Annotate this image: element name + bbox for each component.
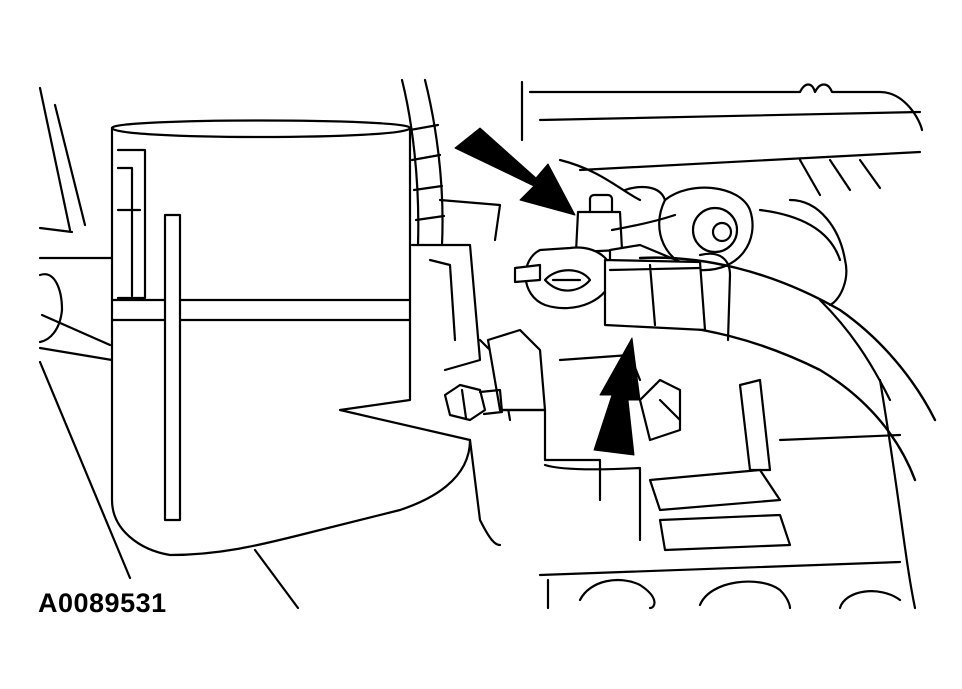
large-hose xyxy=(603,252,937,610)
filter-canister xyxy=(110,119,472,610)
callout-arrow-icon xyxy=(454,127,641,456)
cable-bundle xyxy=(400,78,446,247)
mounting-bolt xyxy=(443,383,504,422)
engine-block-lower xyxy=(468,298,902,610)
callout-arrow-upper xyxy=(454,127,576,216)
callout-arrow-lower xyxy=(593,337,641,456)
banjo-fitting xyxy=(658,186,842,272)
upper-housing xyxy=(520,80,924,307)
figure-reference-id: A0089531 xyxy=(38,588,167,618)
frame-lines-left xyxy=(38,86,132,580)
